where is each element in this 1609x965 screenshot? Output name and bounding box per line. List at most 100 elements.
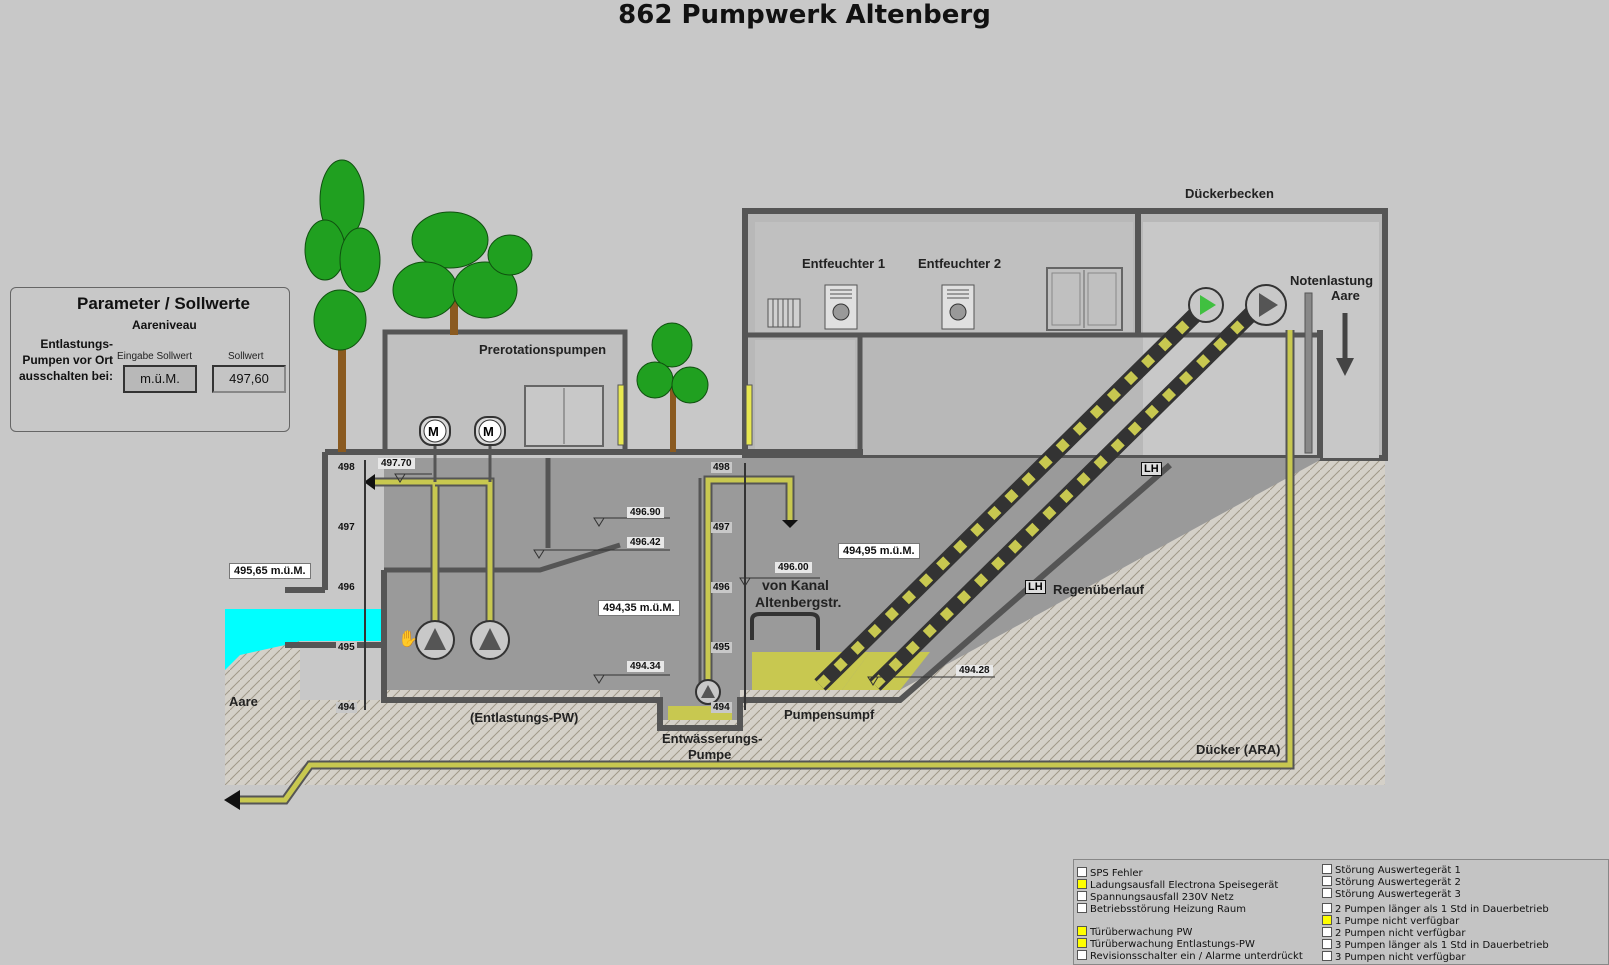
screw-conveyor [814, 304, 1261, 691]
svg-text:M: M [428, 424, 439, 439]
alarm-checkbox[interactable] [1077, 867, 1087, 877]
alarm-item[interactable]: Störung Auswertegerät 2 [1322, 876, 1461, 889]
alarm-checkbox[interactable] [1322, 915, 1332, 925]
level-switch-1[interactable]: LH [1141, 462, 1162, 476]
scale-mid-tick: 494 [711, 702, 732, 713]
alarm-checkbox[interactable] [1077, 879, 1087, 889]
alarm-checkbox[interactable] [1077, 938, 1087, 948]
label-prerotationspumpen: Prerotationspumpen [479, 342, 607, 357]
alarm-checkbox[interactable] [1322, 888, 1332, 898]
label-entlastungs-pw: (Entlastungs-PW) [470, 710, 579, 725]
dehumidifier-1 [824, 284, 858, 330]
dehumidifier-2 [941, 284, 975, 330]
alarm-item[interactable]: Betriebsstörung Heizung Raum [1077, 903, 1246, 916]
label-aare: Aare [229, 694, 258, 709]
alarm-item[interactable]: Störung Auswertegerät 1 [1322, 864, 1461, 877]
eingabe-sollwert-input[interactable]: m.ü.M. [123, 365, 197, 393]
parameter-label-line: Entlastungs- [40, 337, 113, 351]
label-entfeuchter-1: Entfeuchter 1 [802, 256, 886, 271]
svg-text:M: M [483, 424, 494, 439]
alarm-text: Ladungsausfall Electrona Speisegerät [1090, 880, 1279, 891]
alarm-text: SPS Fehler [1090, 868, 1143, 879]
label-von-kanal: von Kanal [762, 577, 829, 593]
alarm-item[interactable]: Türüberwachung PW [1077, 926, 1192, 939]
pump-screw-1 [1188, 287, 1224, 323]
label-altenbergstr: Altenbergstr. [755, 594, 842, 610]
scale-left-tick: 495 [336, 642, 357, 653]
alarm-text: Störung Auswertegerät 3 [1335, 889, 1461, 900]
alarm-item[interactable]: SPS Fehler [1077, 867, 1143, 880]
alarm-panel: SPS Fehler Ladungsausfall Electrona Spei… [1073, 859, 1609, 965]
alarm-item[interactable]: 2 Pumpen länger als 1 Std in Dauerbetrie… [1322, 903, 1549, 916]
alarm-text: Spannungsausfall 230V Netz [1090, 892, 1234, 903]
alarm-item[interactable]: 2 Pumpen nicht verfügbar [1322, 927, 1466, 940]
pump-1 [415, 620, 455, 660]
tree-3 [636, 322, 709, 452]
alarm-item[interactable]: 1 Pumpe nicht verfügbar [1322, 915, 1459, 928]
alarm-item[interactable]: 3 Pumpen nicht verfügbar [1322, 951, 1466, 964]
alarm-checkbox[interactable] [1077, 891, 1087, 901]
alarm-text: 2 Pumpen länger als 1 Std in Dauerbetrie… [1335, 904, 1549, 915]
parameter-label-line: ausschalten bei: [18, 369, 113, 383]
alarm-text: Revisionsschalter ein / Alarme unterdrüc… [1090, 951, 1303, 962]
alarm-text: Türüberwachung PW [1090, 927, 1193, 938]
level-aare: 495,65 m.ü.M. [229, 563, 311, 579]
scale-mid-tick: 497 [711, 522, 732, 533]
alarm-checkbox[interactable] [1322, 903, 1332, 913]
alarm-checkbox[interactable] [1322, 927, 1332, 937]
alarm-text: Störung Auswertegerät 1 [1335, 865, 1461, 876]
alarm-checkbox[interactable] [1322, 939, 1332, 949]
page-title: 862 Pumpwerk Altenberg [618, 0, 991, 30]
sollwert-display: 497,60 [212, 365, 286, 393]
label-entwaesserung-pumpe: Pumpe [688, 747, 732, 762]
alarm-checkbox[interactable] [1077, 903, 1087, 913]
label-entfeuchter-2: Entfeuchter 2 [918, 256, 1002, 271]
mark-496-90: 496.90 [627, 507, 664, 518]
scale-mid-tick: 498 [711, 462, 732, 473]
scale-left-tick: 497 [336, 522, 357, 533]
alarm-item[interactable]: Spannungsausfall 230V Netz [1077, 891, 1234, 904]
motor-1: M [419, 416, 451, 446]
parameter-title: Parameter / Sollwerte [77, 294, 250, 313]
alarm-checkbox[interactable] [1322, 951, 1332, 961]
scale-mid-tick: 495 [711, 642, 732, 653]
alarm-text: 1 Pumpe nicht verfügbar [1335, 916, 1460, 927]
parameter-panel: Parameter / Sollwerte Aareniveau Entlast… [10, 287, 290, 432]
scale-left-tick: 496 [336, 582, 357, 593]
alarm-item[interactable]: Türüberwachung Entlastungs-PW [1077, 938, 1255, 951]
label-notenlastung: Notenlastung [1290, 273, 1374, 288]
sollwert-label: Sollwert [228, 351, 264, 362]
aare-water [225, 609, 384, 670]
alarm-text: 2 Pumpen nicht verfügbar [1335, 928, 1466, 939]
label-regenueberlauf: Regenüberlauf [1053, 582, 1145, 597]
alarm-text: Betriebsstörung Heizung Raum [1090, 904, 1246, 915]
svg-text:✋: ✋ [398, 629, 418, 648]
level-switch-2[interactable]: LH [1025, 580, 1046, 594]
level-pumpensumpf: 494,95 m.ü.M. [838, 543, 920, 559]
scale-left-tick: 494 [336, 702, 357, 713]
scale-mid-tick: 496 [711, 582, 732, 593]
alarm-checkbox[interactable] [1322, 864, 1332, 874]
parameter-label: Entlastungs- Pumpen vor Ort ausschalten … [13, 336, 113, 384]
pump-2 [470, 620, 510, 660]
alarm-item[interactable]: Ladungsausfall Electrona Speisegerät [1077, 879, 1278, 892]
level-entlastung: 494,35 m.ü.M. [598, 600, 680, 616]
alarm-item[interactable]: Revisionsschalter ein / Alarme unterdrüc… [1077, 950, 1303, 963]
alarm-item[interactable]: Störung Auswertegerät 3 [1322, 888, 1461, 901]
alarm-item[interactable]: 3 Pumpen länger als 1 Std in Dauerbetrie… [1322, 939, 1549, 952]
alarm-checkbox[interactable] [1322, 876, 1332, 886]
alarm-checkbox[interactable] [1077, 950, 1087, 960]
alarm-text: 3 Pumpen länger als 1 Std in Dauerbetrie… [1335, 940, 1549, 951]
alarm-text: Störung Auswertegerät 2 [1335, 877, 1461, 888]
mark-494-28: 494.28 [956, 665, 993, 676]
parameter-subtitle: Aareniveau [132, 318, 197, 332]
mark-496-42: 496.42 [627, 537, 664, 548]
label-duecker-ara: Dücker (ARA) [1196, 742, 1281, 757]
mark-496-00: 496.00 [775, 562, 812, 573]
pump-screw-2 [1245, 284, 1287, 326]
pump-drain [695, 679, 721, 705]
motor-2: M [474, 416, 506, 446]
alarm-text: 3 Pumpen nicht verfügbar [1335, 952, 1466, 963]
alarm-checkbox[interactable] [1077, 926, 1087, 936]
